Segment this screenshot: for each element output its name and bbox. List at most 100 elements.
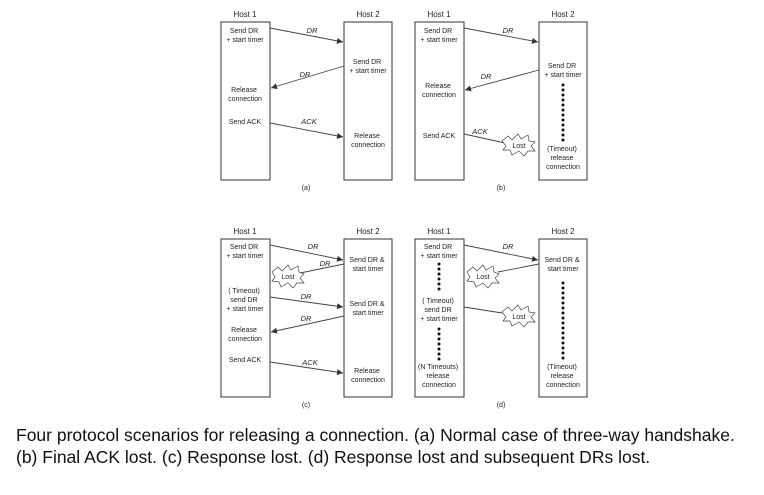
wait-dot [561, 291, 565, 295]
panel-d-lost-label-1: Lost [476, 274, 489, 281]
panel-d-h2-timeout: (Timeout) release connection [546, 364, 580, 389]
wait-dot [561, 341, 565, 345]
panel-b-host1-box [414, 21, 465, 181]
panel-c: Host 1 Host 2 Send DR + start timer ( Ti… [220, 227, 393, 409]
panel-d-h1-send-dr: Send DR + start timer [420, 244, 458, 260]
panel-a-label: (a) [302, 185, 311, 192]
wait-dot [561, 356, 565, 360]
panel-a-dr1-arrow [269, 27, 344, 44]
panel-b-dr2-label: DR [481, 72, 492, 81]
panel-c-h1-send-dr: Send DR + start timer [226, 244, 264, 260]
panel-a-ack-arrow [269, 122, 344, 139]
panel-c-dr4-arrow [270, 315, 345, 334]
panel-c-dr3-arrow [269, 296, 344, 310]
panel-a-h1-send-ack: Send ACK [229, 119, 262, 126]
panel-a-ack-label: ACK [300, 117, 317, 126]
panel-b-h2-timeout: (Timeout) release connection [546, 146, 580, 171]
panel-c-host1-box [220, 238, 271, 398]
panel-d-lost-burst-1 [466, 264, 500, 289]
wait-dot [437, 332, 441, 336]
panel-c-lost-label: Lost [281, 274, 294, 281]
panel-b-h1-release: Release connection [422, 83, 456, 99]
panel-b-host2-title: Host 2 [551, 10, 575, 19]
wait-dot [561, 301, 565, 305]
panel-d-host2-title: Host 2 [551, 227, 575, 236]
panel-d-dr1-label: DR [503, 242, 514, 251]
panel-a-h2-send-dr: Send DR + start timer [349, 59, 387, 75]
panel-a-h1-release: Release connection [228, 87, 262, 103]
panel-b-ack-arrow [463, 133, 506, 144]
wait-dot [437, 277, 441, 281]
panel-d-h1-timeout: ( Timeout) send DR + start timer [420, 298, 458, 323]
panel-c-dr2-label: DR [320, 259, 331, 268]
panel-b-lost-burst [501, 133, 536, 157]
panel-d-lost-burst-2 [501, 304, 536, 328]
panel-c-h2-release: Release connection [351, 368, 385, 384]
wait-dot [561, 138, 565, 142]
wait-dot [561, 296, 565, 300]
panel-c-dr1-label: DR [308, 242, 319, 251]
wait-dot [437, 357, 441, 361]
panel-a-dr2-label: DR [300, 70, 311, 79]
panel-d-dr3-arrow [463, 306, 503, 314]
wait-dot [437, 287, 441, 291]
panel-c-ack-label: ACK [301, 358, 318, 367]
panel-b-h1-send-dr: Send DR + start timer [420, 28, 458, 44]
panel-d-host1-wait-dots-2 [437, 327, 441, 361]
panel-b-host1-title: Host 1 [427, 10, 451, 19]
panel-b-dr2-arrow [464, 69, 540, 92]
wait-dot [561, 118, 565, 122]
wait-dot [437, 267, 441, 271]
panel-a-dr2-arrow [270, 65, 345, 90]
wait-dot [561, 133, 565, 137]
panel-c-host2-title: Host 2 [356, 227, 380, 236]
wait-dot [561, 346, 565, 350]
panel-a-host1-title: Host 1 [233, 10, 257, 19]
panel-d-host1-wait-dots-1 [437, 262, 441, 291]
panel-c-dr4-label: DR [301, 314, 312, 323]
wait-dot [437, 282, 441, 286]
panel-d-dr2-arrow [497, 263, 540, 273]
panel-b-host2-wait-dots [561, 83, 565, 142]
wait-dot [561, 286, 565, 290]
panel-c-host2-box [343, 238, 393, 398]
panel-c-lost-burst [271, 264, 305, 289]
wait-dot [561, 281, 565, 285]
panel-d-dr1-arrow [463, 244, 539, 262]
panel-b-dr1-arrow [463, 27, 539, 44]
wait-dot [437, 337, 441, 341]
panel-d-h2-send-dr: Send DR & start timer [545, 257, 582, 273]
panel-a-host2-box [343, 21, 393, 181]
panel-a: Host 1 Host 2 Send DR + start timer Rele… [220, 10, 393, 192]
panel-d: Host 1 Host 2 Send DR + start timer ( Ti… [414, 227, 588, 409]
panel-d-h1-n-timeouts: (N Timeouts) release connection [418, 364, 460, 389]
wait-dot [561, 351, 565, 355]
panel-b-label: (b) [497, 185, 506, 192]
wait-dot [437, 272, 441, 276]
panel-d-label: (d) [497, 402, 506, 409]
panel-c-h1-timeout: ( Timeout) send DR + start timer [226, 288, 264, 313]
wait-dot [561, 113, 565, 117]
wait-dot [437, 352, 441, 356]
protocol-release-diagram: Host 1 Host 2 Send DR + start timer Rele… [220, 10, 588, 409]
panel-d-lost-label-2: Lost [512, 314, 525, 321]
wait-dot [561, 83, 565, 87]
wait-dot [561, 108, 565, 112]
panel-b: Host 1 Host 2 Send DR + start timer Rele… [414, 10, 588, 192]
wait-dot [561, 336, 565, 340]
panel-a-h2-release: Release connection [351, 133, 385, 149]
panel-d-host1-title: Host 1 [427, 227, 451, 236]
panel-c-h2-send-dr1: Send DR & start timer [350, 257, 387, 273]
panel-c-dr2-arrow [299, 263, 345, 274]
panel-c-dr3-label: DR [301, 292, 312, 301]
panel-c-host1-title: Host 1 [233, 227, 257, 236]
wait-dot [561, 311, 565, 315]
panel-d-host2-wait-dots [561, 281, 565, 360]
wait-dot [437, 342, 441, 346]
figure-caption: Four protocol scenarios for releasing a … [16, 425, 735, 467]
panel-c-h2-send-dr2: Send DR & start timer [350, 301, 387, 317]
panel-b-dr1-label: DR [503, 26, 514, 35]
wait-dot [561, 93, 565, 97]
wait-dot [561, 103, 565, 107]
panel-b-h2-send-dr: Send DR + start timer [544, 63, 582, 79]
